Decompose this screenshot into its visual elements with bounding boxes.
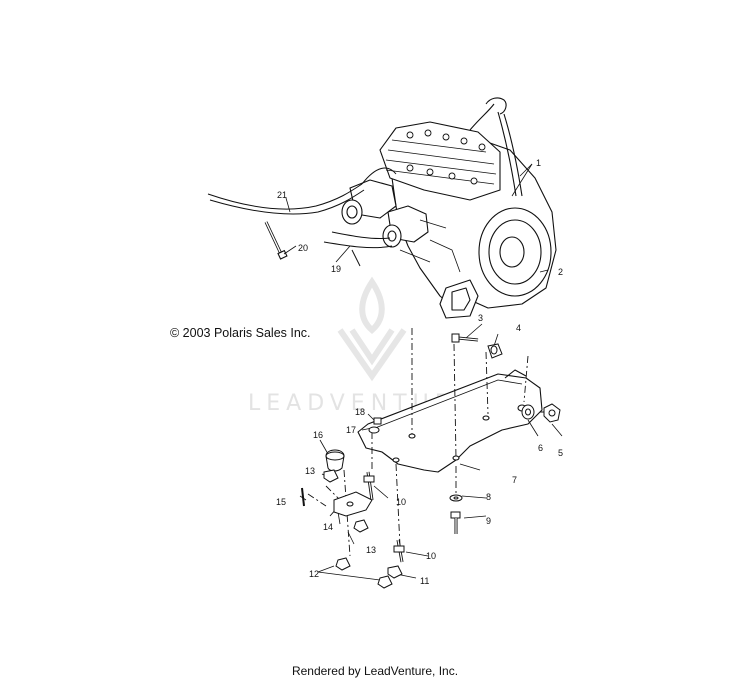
nut-13-lower (353, 519, 369, 533)
washer-6 (521, 404, 535, 420)
washer-17 (368, 426, 380, 434)
bolt-3 (451, 333, 479, 343)
callout-10b: 10 (426, 551, 436, 561)
callout-13a: 13 (305, 466, 315, 476)
callout-13b: 13 (366, 545, 376, 555)
nut-12a (335, 557, 351, 571)
callout-16: 16 (313, 430, 323, 440)
engine-assembly[interactable] (341, 121, 557, 319)
nut-13-upper (323, 469, 339, 483)
hardware[interactable] (301, 333, 561, 589)
callout-4: 4 (516, 323, 521, 333)
bolt-9 (450, 511, 461, 534)
copyright-notice: © 2003 Polaris Sales Inc. (170, 326, 311, 340)
callouts: 1 2 3 4 5 6 7 8 9 10 10 11 12 13 13 14 1… (276, 158, 563, 586)
callout-3: 3 (478, 313, 483, 323)
callout-19: 19 (331, 264, 341, 274)
callout-10a: 10 (396, 497, 406, 507)
callout-6: 6 (538, 443, 543, 453)
stud-10-lower (393, 539, 405, 563)
screw-18 (373, 417, 382, 425)
callout-2: 2 (558, 267, 563, 277)
callout-8: 8 (486, 492, 491, 502)
callout-11: 11 (420, 576, 429, 586)
pin-15 (301, 487, 305, 507)
throttle-cable[interactable] (207, 167, 397, 215)
footer-credit: Rendered by LeadVenture, Inc. (291, 664, 459, 678)
nut-5 (543, 403, 561, 423)
nut-11 (387, 565, 403, 579)
spark-plug-wire[interactable] (469, 97, 523, 197)
washer-8 (449, 494, 463, 502)
stud-10-upper (363, 471, 375, 501)
callout-12: 12 (309, 569, 319, 579)
cap-16 (325, 449, 345, 472)
leader-lines (283, 163, 563, 581)
bracket-14 (333, 491, 373, 517)
callout-1: 1 (536, 158, 541, 168)
callout-21: 21 (277, 190, 287, 200)
watermark-flame-icon (337, 276, 407, 382)
nut-12b (377, 575, 393, 589)
grommet-4 (487, 343, 503, 359)
callout-7: 7 (512, 475, 517, 485)
callout-5: 5 (558, 448, 563, 458)
callout-20: 20 (298, 243, 308, 253)
callout-17: 17 (346, 425, 356, 435)
long-bolt[interactable] (264, 221, 288, 260)
choke-cables[interactable] (323, 231, 393, 267)
engine-mount-plate[interactable] (357, 369, 543, 473)
callout-18: 18 (355, 407, 365, 417)
callout-15: 15 (276, 497, 286, 507)
callout-14: 14 (323, 522, 333, 532)
callout-9: 9 (486, 516, 491, 526)
